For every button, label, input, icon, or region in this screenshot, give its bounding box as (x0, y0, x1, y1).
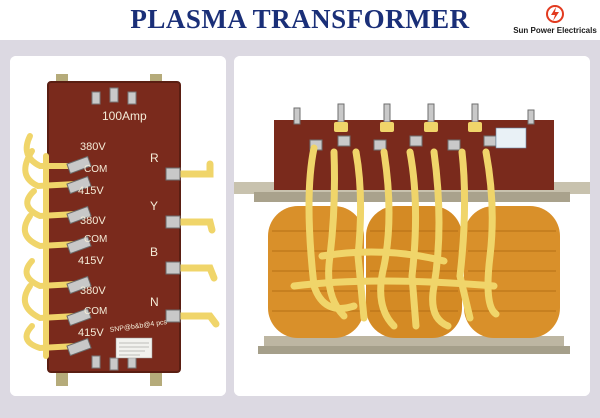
page-title: PLASMA TRANSFORMER (130, 4, 470, 34)
terminal-board-photo: 100Amp 380V COM 415V 380V COM 415V 380V … (10, 56, 226, 396)
phase-label: B (150, 245, 158, 259)
tap-label: COM (84, 306, 107, 317)
tap-label: 380V (80, 285, 106, 297)
phase-label: N (150, 295, 159, 309)
tap-label: 380V (80, 215, 106, 227)
tap-label: COM (84, 234, 107, 245)
tap-label: 415V (78, 185, 104, 197)
sun-bolt-icon (546, 5, 564, 23)
rating-label: 100Amp (102, 109, 147, 123)
terminal-board (48, 82, 180, 372)
phase-label: Y (150, 199, 158, 213)
phase-label: R (150, 151, 159, 165)
transformer-photo (234, 56, 590, 396)
tap-label: 415V (78, 255, 104, 267)
tap-label: 380V (80, 141, 106, 153)
nameplate-sticker (495, 127, 527, 149)
company-logo: Sun Power Electricals (512, 4, 598, 38)
header: PLASMA TRANSFORMER Sun Power Electricals (0, 0, 600, 40)
tap-label: 415V (78, 327, 104, 339)
logo-text: Sun Power Electricals (513, 26, 597, 35)
tap-label: COM (84, 164, 107, 175)
yellow-leads (290, 144, 500, 330)
transformer-image (234, 56, 590, 396)
terminal-board-image: 100Amp 380V COM 415V 380V COM 415V 380V … (10, 56, 226, 396)
